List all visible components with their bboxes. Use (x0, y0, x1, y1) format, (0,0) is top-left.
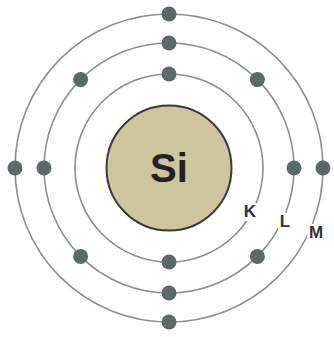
nucleus-circle: Si (105, 104, 233, 232)
shell-label: M (307, 224, 325, 243)
shell-ring (15, 14, 323, 322)
electron (8, 161, 23, 176)
electron (316, 161, 331, 176)
nucleus-shape (107, 106, 232, 231)
electron (287, 161, 302, 176)
electron (37, 161, 52, 176)
electron (162, 36, 177, 51)
electron (250, 72, 265, 87)
electron (162, 7, 177, 22)
electron (162, 286, 177, 301)
electron (162, 315, 177, 330)
element-symbol: Si (150, 148, 188, 188)
shell-label: L (278, 213, 292, 232)
shell-ring (44, 43, 294, 293)
shell-label: K (242, 203, 258, 222)
shell-rings (15, 14, 323, 322)
electron (162, 255, 177, 270)
electron (73, 72, 88, 87)
electron (73, 249, 88, 264)
electron (162, 67, 177, 82)
shell-ring (75, 74, 263, 262)
electrons (8, 7, 331, 330)
electron (250, 249, 265, 264)
